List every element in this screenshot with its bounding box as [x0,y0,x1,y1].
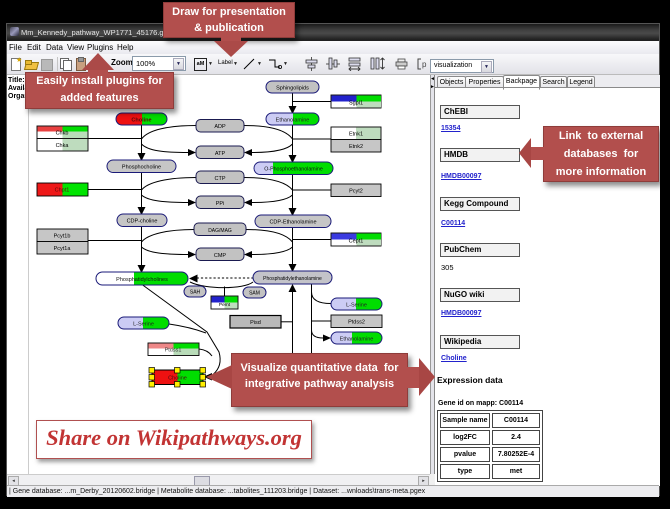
svg-text:Pcyt2: Pcyt2 [349,188,363,194]
svg-text:Ptdss2: Ptdss2 [348,319,365,325]
svg-text:Phosphocholine: Phosphocholine [122,165,161,171]
svg-text:CMP: CMP [214,253,227,259]
svg-text:Phosphatidylcholines: Phosphatidylcholines [116,277,168,283]
svg-text:CDP-Ethanolamine: CDP-Ethanolamine [269,220,316,226]
svg-text:Chkb: Chkb [56,130,69,136]
svg-text:Chpt1: Chpt1 [55,188,70,194]
svg-text:Cept1: Cept1 [349,239,364,245]
svg-text:O-Phosphoethanolamine: O-Phosphoethanolamine [264,167,323,173]
svg-text:SAM: SAM [249,291,260,297]
svg-text:Pcyt1a: Pcyt1a [54,246,72,252]
svg-text:Choline: Choline [131,118,151,124]
svg-text:SAH: SAH [190,290,201,296]
svg-text:Sphingolipids: Sphingolipids [276,85,309,91]
svg-text:ATP: ATP [215,151,226,157]
svg-text:Ptdss1: Ptdss1 [165,347,182,353]
svg-text:Pisd: Pisd [250,320,261,326]
svg-text:Etnk2: Etnk2 [349,144,363,150]
svg-text:Sgpl1: Sgpl1 [349,101,363,107]
svg-text:CDP-choline: CDP-choline [127,219,158,225]
svg-text:Chka: Chka [56,143,70,149]
svg-text:Ethanolamine: Ethanolamine [340,336,374,342]
svg-text:Pemt: Pemt [219,302,231,308]
svg-text:Etnk1: Etnk1 [349,131,363,137]
svg-text:CTP: CTP [215,176,226,182]
svg-text:L-Serine: L-Serine [346,302,367,308]
svg-text:PPi: PPi [216,201,225,207]
svg-text:ADP: ADP [214,124,226,130]
svg-text:Phosphatidylethanolamine: Phosphatidylethanolamine [263,276,322,282]
svg-text:Choline: Choline [168,376,187,382]
svg-text:L-Serine: L-Serine [133,321,154,327]
svg-text:Ethanolamine: Ethanolamine [276,117,310,123]
svg-text:DAG/MAG: DAG/MAG [208,228,232,234]
svg-text:p: p [422,60,427,69]
svg-text:Pcyt1b: Pcyt1b [54,233,71,239]
